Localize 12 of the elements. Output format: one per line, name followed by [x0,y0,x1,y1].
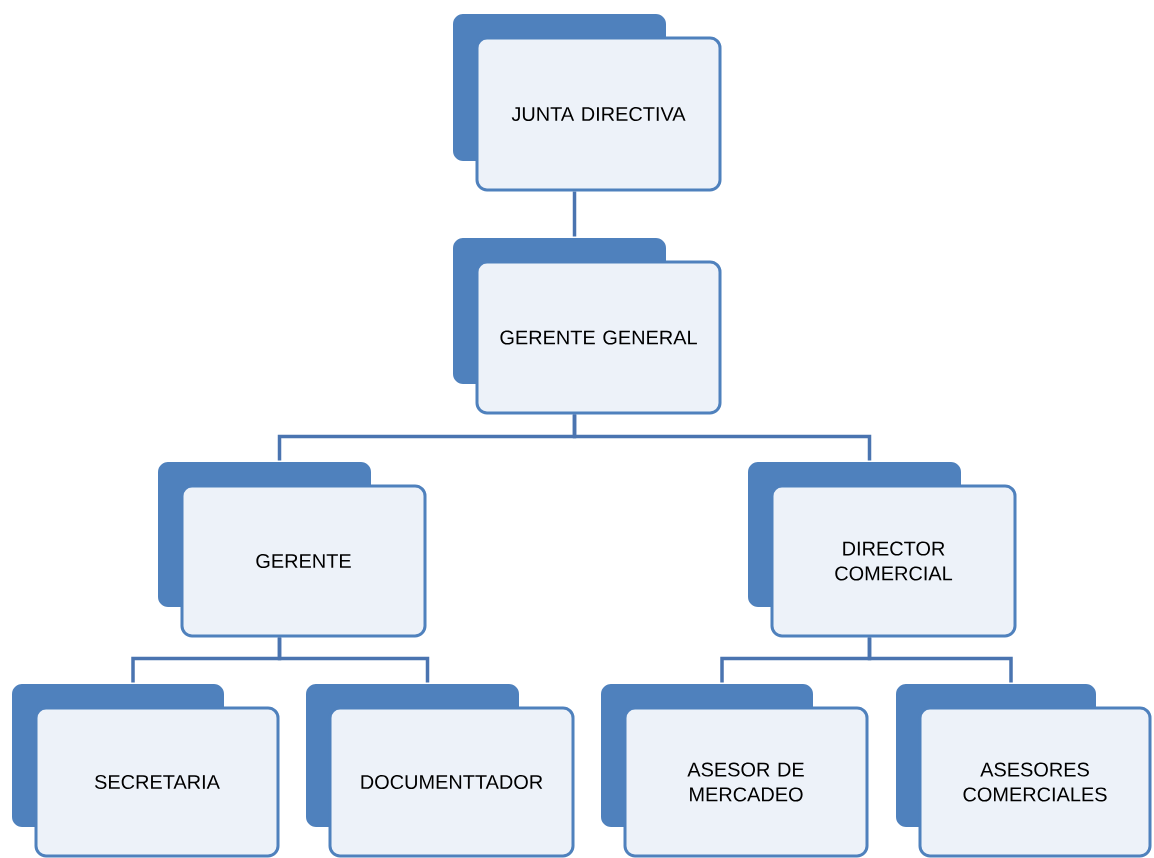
org-box: GERENTE [158,462,427,638]
org-box: JUNTA DIRECTIVA [453,14,722,192]
org-box: GERENTE GENERAL [453,238,722,415]
org-box: ASESORES COMERCIALES [896,684,1152,858]
connector-line [572,414,872,461]
connector-line [572,191,577,237]
connector-line [867,637,1013,683]
org-box: SECRETARIA [12,684,280,858]
org-box: DIRECTOR COMERCIAL [748,462,1017,638]
org-box: DOCUMENTTADOR [306,684,575,858]
org-box: ASESOR DE MERCADEO [601,684,869,858]
connector-line [277,637,430,683]
